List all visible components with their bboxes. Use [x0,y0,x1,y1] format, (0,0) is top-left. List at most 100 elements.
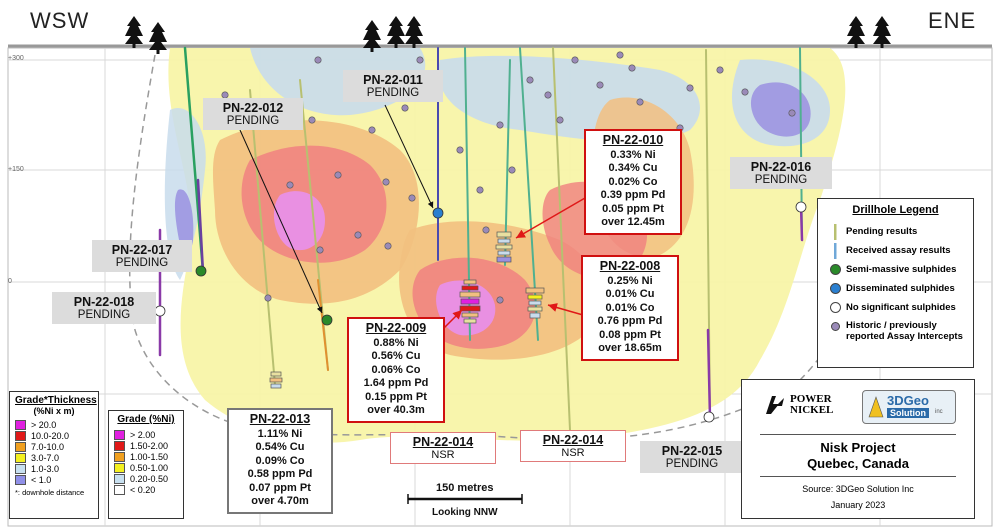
legend-swatch [114,473,125,484]
tree-icon [387,16,405,48]
tree-icon [125,16,143,48]
legend-item-no-sulphides: No significant sulphides [824,298,967,317]
hole-status: PENDING [226,115,280,127]
legend-swatch [114,451,125,462]
leader-arrow-011 [384,104,434,209]
result-line: 0.56% Cu [371,350,421,362]
semi-massive-sulphide-dot [321,314,333,326]
result-hole-id: PN-22-008 [599,259,661,273]
legend-swatch [15,430,26,441]
legend-label: 0.20-0.50 [130,473,169,484]
historic-dot [741,88,749,96]
drill-trace [552,47,571,431]
result-hole-id: PN-22-009 [365,321,427,335]
legend-item-historic: Historic / previously reported Assay Int… [824,317,967,346]
logo-text: Solution [887,408,929,418]
historic-dot [616,51,624,59]
drill-trace [504,59,511,266]
leader-arrows [239,104,586,333]
legend-label: Pending results [846,226,918,237]
semi-massive-dot-icon [829,264,841,275]
no-sulphide-dot-icon [829,302,841,313]
legend-swatch [114,462,125,473]
leader-arrow-008 [547,303,584,316]
legend-item: < 0.20 [114,484,178,495]
project-name: Nisk Project [820,440,896,455]
result-line: 1.64 ppm Pd [363,377,429,389]
legend-title: Grade (%Ni) [117,414,175,425]
assay-symbols [269,231,545,389]
logo-text: 3DGeo [887,393,929,408]
result-line: 0.58 ppm Pd [247,468,313,480]
historic-dot [416,56,424,64]
hole-id: PN-22-016 [750,160,812,174]
tree-icon [363,20,381,52]
project-location: Quebec, Canada [807,456,909,471]
legend-label: 7.0-10.0 [31,441,65,452]
legend-title: Grade*Thickness [15,395,97,406]
legend-swatch [15,452,26,463]
legend-item: 7.0-10.0 [15,441,93,452]
legend-item-received: Received assay results [824,241,967,260]
power-nickel-logo: POWER NICKEL [762,394,833,416]
intercept-symbol-013 [269,371,283,389]
result-line: 0.02% Co [608,175,658,188]
legend-swatch [15,463,26,474]
hole-label-pn-22-014-b: PN-22-014 NSR [520,430,626,462]
hole-id: PN-22-011 [363,73,423,87]
legend-swatch [114,484,125,495]
result-line: 0.05 ppm Pt [602,202,664,215]
historic-dot [716,66,724,74]
result-hole-id: PN-22-013 [249,412,311,426]
historic-dot [286,181,294,189]
historic-dot [496,121,504,129]
disseminated-dot-icon [829,283,841,294]
legend-label: Historic / previously reported Assay Int… [846,320,963,342]
historic-dot [308,116,316,124]
hole-label-pn-22-018: PN-22-018 PENDING [52,292,156,324]
assay-result-pn-22-009: PN-22-009 0.88% Ni 0.56% Cu 0.06% Co 1.6… [347,317,445,423]
historic-dot [482,226,490,234]
legend-label: No significant sulphides [846,302,956,313]
legend-item: 0.20-0.50 [114,473,178,484]
legend-swatch [114,440,125,451]
direction-west-label: WSW [30,8,90,33]
assay-result-pn-22-010: PN-22-010 0.33% Ni 0.34% Cu 0.02% Co 0.3… [584,129,682,235]
hole-label-pn-22-012: PN-22-012 PENDING [203,98,303,130]
drillhole-legend: Drillhole Legend Pending results Receive… [817,198,974,368]
legend-item: > 2.00 [114,429,178,440]
result-line: 0.25% Ni [607,274,653,287]
historic-dot [788,109,796,117]
historic-dot [496,296,504,304]
3dgeo-logo: 3DGeo Solution inc [862,390,956,424]
elevation-label: +150 [8,166,24,173]
legend-subtitle: (%Ni x m) [33,406,75,416]
hole-id: PN-22-014 [412,435,474,449]
hole-status: PENDING [115,257,169,269]
historic-dot [334,171,342,179]
hole-status: PENDING [77,309,131,321]
source-credit: Source: 3DGeo Solution Inc [802,484,914,494]
tree-icon [873,16,891,48]
historic-dot [571,56,579,64]
intercept-symbol-008 [525,287,545,319]
result-line: over 40.3m [367,404,425,416]
legend-label: Received assay results [846,245,951,256]
drill-trace [317,279,329,371]
legend-item-pending: Pending results [824,222,967,241]
historic-dot [314,56,322,64]
legend-item: 10.0-20.0 [15,430,93,441]
legend-label: Semi-massive sulphides [846,264,957,275]
received-trace-icon [834,242,837,259]
legend-item: 1.50-2.00 [114,440,178,451]
hole-status: NSR [561,447,585,459]
historic-dot [456,146,464,154]
historic-dot [526,76,534,84]
hole-label-pn-22-017: PN-22-017 PENDING [92,240,192,272]
intercept-symbol-010 [495,231,513,263]
historic-dot [596,81,604,89]
hole-id: PN-22-018 [73,295,135,309]
